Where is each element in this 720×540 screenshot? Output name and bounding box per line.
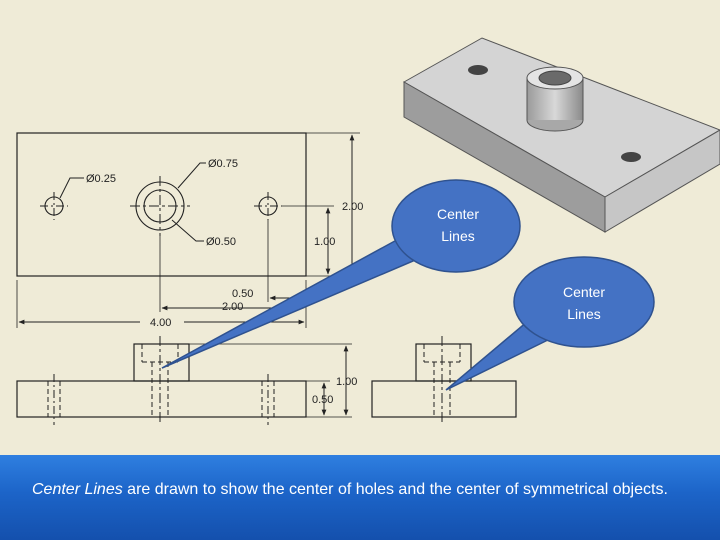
height-dimension-label: 2.00 — [342, 201, 363, 213]
technical-drawing: Ø0.25 Ø0.75 Ø0.50 2.00 1.00 0.50 2.00 4.… — [16, 37, 720, 425]
base-height-dimension-label: 0.50 — [312, 394, 333, 406]
offset-dimension-label: 0.50 — [232, 288, 253, 300]
callout-1-line-1: Center — [437, 206, 479, 222]
caption: Center Lines are drawn to show the cente… — [32, 479, 702, 501]
callout-1-line-2: Lines — [441, 228, 474, 244]
counterbore-inner-diameter-label: Ø0.50 — [206, 236, 236, 248]
total-height-dimension-label: 1.00 — [336, 376, 357, 388]
caption-text: are drawn to show the center of holes an… — [122, 481, 668, 498]
center-lines-callout-2: Center Lines — [445, 256, 655, 391]
front-view: 1.00 0.50 — [16, 336, 357, 425]
side-view — [371, 336, 517, 425]
counterbore-outer-diameter-label: Ø0.75 — [208, 158, 238, 170]
callout-2-line-1: Center — [563, 284, 605, 300]
callout-2-line-2: Lines — [567, 306, 600, 322]
isometric-part-view — [402, 37, 720, 233]
caption-bar: Center Lines are drawn to show the cente… — [0, 455, 720, 540]
center-lines-callout-1: Center Lines — [161, 179, 521, 369]
caption-emphasis: Center Lines — [32, 481, 123, 498]
top-view: Ø0.25 Ø0.75 Ø0.50 2.00 1.00 0.50 2.00 4.… — [16, 132, 363, 329]
center-height-dimension-label: 1.00 — [314, 236, 335, 248]
center-offset-dimension-label: 2.00 — [222, 301, 243, 313]
hole-diameter-label: Ø0.25 — [86, 173, 116, 185]
width-dimension-label: 4.00 — [150, 317, 171, 329]
